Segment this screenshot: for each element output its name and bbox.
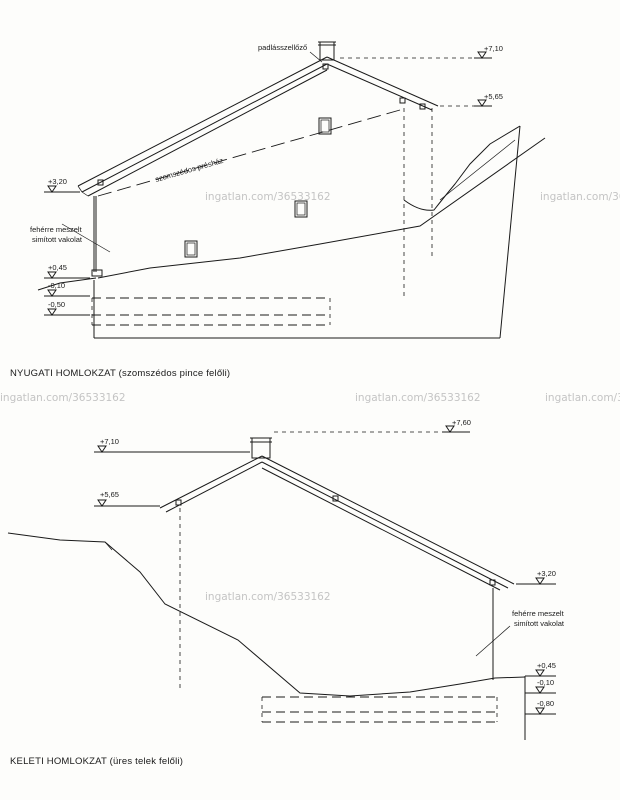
west-foundation [91,297,331,326]
west-roof [77,56,439,197]
level-marker: -0,10 [44,281,90,297]
west-windows [184,117,332,258]
west-level-markers: +7,10 +5,65 +3,20 +0,45 -0,10 -0,50 [44,44,503,316]
level-marker: +7,10 [340,44,503,59]
west-elevation-title: NYUGATI HOMLOKZAT (szomszédos pince felő… [10,368,230,379]
level-label: +7,60 [452,418,471,427]
east-roof [159,455,515,591]
east-elevation: +7,10 +7,60 +5,65 +3,20 +0,45 -0,10 [7,418,565,767]
chimney [251,437,271,459]
east-foundation [261,696,498,723]
west-terrain-cut [93,125,521,339]
level-label: +5,65 [100,490,119,499]
level-marker: +7,60 [274,418,471,433]
east-elevation-title: KELETI HOMLOKZAT (üres telek felőli) [10,756,183,767]
level-marker: +3,20 [44,177,80,193]
watermark-text: ingatlan.com/36533162 [540,191,620,203]
level-label: -0,10 [48,281,65,290]
plaster-note-line: fehérre meszelt [30,225,83,234]
west-ground-line [97,137,546,279]
plaster-note-line: simított vakolat [32,235,83,244]
level-marker: -0,10 [525,678,556,694]
east-ground-line [7,532,526,697]
watermark-text: ingatlan.com/36533162 [205,191,331,203]
level-marker: +0,45 [44,263,90,279]
watermark-text: ingatlan.com/36533162 [0,392,126,404]
west-elevation: +7,10 +5,65 +3,20 +0,45 -0,10 -0,50 [10,41,546,379]
neighbor-press-house-line [97,109,401,197]
level-label: +0,45 [537,661,556,670]
level-label: +3,20 [48,177,67,186]
neighbor-press-house-label: szomszédos présház [154,156,224,184]
watermarks: ingatlan.com/36533162 ingatlan.com/36533… [0,191,620,603]
level-marker: +0,45 [525,661,556,677]
level-marker: +3,20 [516,569,556,585]
level-marker: -0,50 [44,300,90,316]
level-label: -0,80 [537,699,554,708]
plaster-note-line: simított vakolat [514,619,565,628]
level-label: -0,10 [537,678,554,687]
plaster-note-line: fehérre meszelt [512,609,565,618]
level-marker: +7,10 [94,437,250,453]
watermark-text: ingatlan.com/36533162 [545,392,620,404]
level-marker: +5,65 [440,92,503,107]
watermark-text: ingatlan.com/36533162 [205,591,331,603]
east-level-markers: +7,10 +7,60 +5,65 +3,20 +0,45 -0,10 [94,418,556,740]
attic-vent-label: padlásszellőző [258,43,307,52]
level-label: +5,65 [484,92,503,101]
level-marker: +5,65 [94,490,160,507]
watermark-text: ingatlan.com/36533162 [355,392,481,404]
level-label: +3,20 [537,569,556,578]
level-marker: -0,80 [525,699,556,715]
level-label: +0,45 [48,263,67,272]
level-label: +7,10 [100,437,119,446]
level-label: -0,50 [48,300,65,309]
level-label: +7,10 [484,44,503,53]
